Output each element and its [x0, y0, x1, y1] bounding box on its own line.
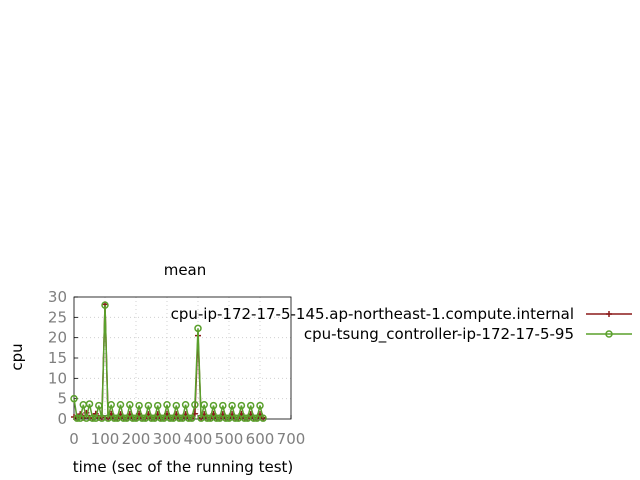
data-point — [135, 401, 143, 410]
x-tick-label: 700 — [277, 430, 306, 448]
data-point — [219, 401, 227, 410]
data-point — [181, 401, 190, 409]
series-2 — [70, 301, 267, 422]
y-axis-label: cpu — [8, 343, 26, 370]
data-point — [246, 401, 255, 410]
x-tick-label: 100 — [91, 430, 120, 448]
legend: cpu-ip-172-17-5-145.ap-northeast-1.compu… — [171, 305, 632, 344]
data-point — [101, 301, 109, 309]
y-tick-label: 5 — [57, 390, 67, 408]
x-tick-label: 400 — [184, 430, 213, 448]
data-point — [157, 414, 165, 422]
data-point — [250, 414, 258, 422]
x-tick-label: 0 — [69, 430, 79, 448]
data-point — [144, 401, 153, 410]
data-point — [119, 414, 128, 422]
legend-swatch-marker — [605, 330, 613, 338]
data-point — [212, 414, 221, 422]
y-tick-label: 15 — [48, 349, 67, 367]
data-point — [203, 414, 212, 422]
series-layer — [70, 301, 267, 422]
legend-swatch-marker — [606, 311, 612, 317]
data-point — [153, 401, 162, 410]
data-point — [110, 414, 119, 422]
data-point — [95, 401, 103, 410]
y-tick-label: 20 — [48, 329, 67, 347]
data-point — [231, 414, 239, 422]
data-point — [194, 324, 202, 333]
y-axis-ticks: 0 5 10 15 20 25 30 — [48, 288, 78, 428]
data-point — [138, 414, 146, 422]
chart-title: mean — [164, 261, 207, 279]
y-tick-label: 25 — [48, 308, 67, 326]
x-tick-label: 200 — [122, 430, 151, 448]
data-point — [116, 401, 125, 409]
data-point — [126, 401, 134, 409]
data-point — [228, 401, 236, 410]
data-point — [175, 414, 184, 422]
y-tick-label: 10 — [48, 369, 67, 387]
data-point — [107, 401, 115, 409]
x-tick-label: 300 — [153, 430, 182, 448]
data-point — [88, 414, 97, 422]
data-point — [166, 414, 174, 422]
data-point — [70, 394, 78, 403]
series-line — [73, 305, 264, 419]
data-point — [259, 414, 267, 422]
data-point — [209, 401, 218, 410]
data-point — [163, 401, 171, 409]
data-point — [73, 414, 81, 422]
data-point — [85, 400, 94, 408]
data-point — [147, 414, 156, 422]
y-tick-label: 30 — [48, 288, 67, 306]
data-point — [184, 414, 193, 422]
data-point — [129, 414, 137, 422]
x-axis-label: time (sec of the running test) — [73, 458, 294, 476]
y-tick-label: 0 — [57, 410, 67, 428]
legend-label-series-2: cpu-tsung_controller-ip-172-17-5-95 — [304, 325, 574, 344]
data-point — [191, 401, 199, 409]
data-point — [256, 401, 264, 410]
legend-label-series-1: cpu-ip-172-17-5-145.ap-northeast-1.compu… — [171, 305, 574, 323]
data-point — [222, 414, 230, 422]
data-point — [240, 414, 249, 422]
x-tick-label: 600 — [246, 430, 275, 448]
data-point — [237, 401, 246, 410]
data-point — [200, 401, 208, 409]
data-point — [172, 401, 181, 410]
data-point — [188, 414, 196, 422]
x-tick-label: 500 — [215, 430, 244, 448]
